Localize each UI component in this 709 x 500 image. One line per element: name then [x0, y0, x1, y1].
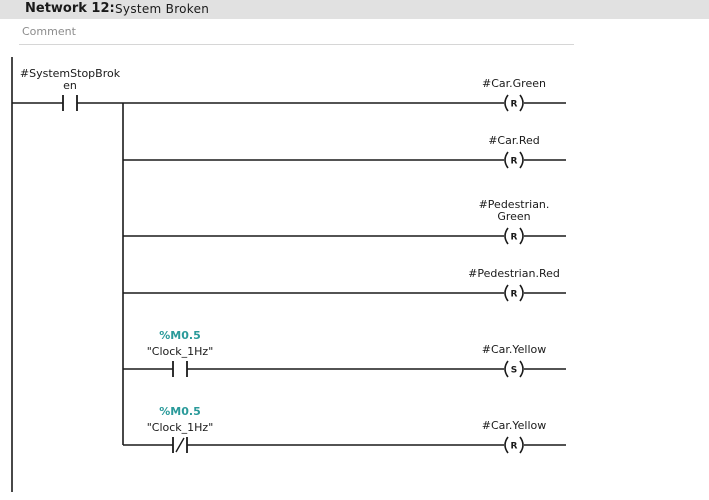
- coil-operation-label: R: [511, 233, 518, 243]
- coil-right-arc: [519, 227, 524, 245]
- coil-left-arc: [504, 436, 509, 454]
- coil-operation-label: R: [511, 157, 518, 167]
- coil-right-arc: [519, 436, 524, 454]
- coil-operand-label: Green: [497, 210, 530, 223]
- coil-r[interactable]: R: [504, 284, 524, 302]
- coil-left-arc: [504, 360, 509, 378]
- contact-operand-label: "Clock_1Hz": [147, 421, 214, 434]
- coil-operand-label: #Car.Green: [482, 77, 546, 90]
- coil-left-arc: [504, 284, 509, 302]
- coil-operation-label: R: [511, 100, 518, 110]
- coil-operation-label: S: [511, 366, 517, 376]
- network-title[interactable]: System Broken: [115, 2, 210, 16]
- nc-contact[interactable]: [172, 437, 188, 453]
- network-comment-field[interactable]: Comment: [19, 20, 574, 45]
- contact-operand-label: "Clock_1Hz": [147, 345, 214, 358]
- coil-right-arc: [519, 360, 524, 378]
- coil-r[interactable]: R: [504, 227, 524, 245]
- coil-r[interactable]: R: [504, 436, 524, 454]
- coil-operand-label: #Car.Red: [488, 134, 540, 147]
- coil-right-arc: [519, 94, 524, 112]
- coil-operand-label: #Pedestrian.Red: [468, 267, 560, 280]
- coil-r[interactable]: R: [504, 151, 524, 169]
- coil-operation-label: R: [511, 442, 518, 452]
- no-contact[interactable]: [62, 95, 78, 111]
- coil-operation-label: R: [511, 290, 518, 300]
- coil-operand-label: #Car.Yellow: [482, 343, 547, 356]
- coil-right-arc: [519, 151, 524, 169]
- coil-right-arc: [519, 284, 524, 302]
- contact-address-label: %M0.5: [159, 329, 200, 342]
- network-header[interactable]: Network 12: System Broken: [0, 0, 709, 19]
- coil-operand-label: #Car.Yellow: [482, 419, 547, 432]
- coil-operand-label: #Pedestrian.: [479, 198, 550, 211]
- contact-negation-slash: [175, 437, 185, 453]
- contact-address-label: %M0.5: [159, 405, 200, 418]
- network-number: Network 12:: [25, 1, 115, 16]
- coil-s[interactable]: S: [504, 360, 524, 378]
- no-contact[interactable]: [172, 361, 188, 377]
- coil-left-arc: [504, 151, 509, 169]
- contact-operand-label: en: [63, 79, 77, 92]
- coil-left-arc: [504, 94, 509, 112]
- coil-r[interactable]: R: [504, 94, 524, 112]
- comment-placeholder: Comment: [22, 25, 76, 38]
- contact-operand-label: #SystemStopBrok: [20, 67, 121, 80]
- coil-left-arc: [504, 227, 509, 245]
